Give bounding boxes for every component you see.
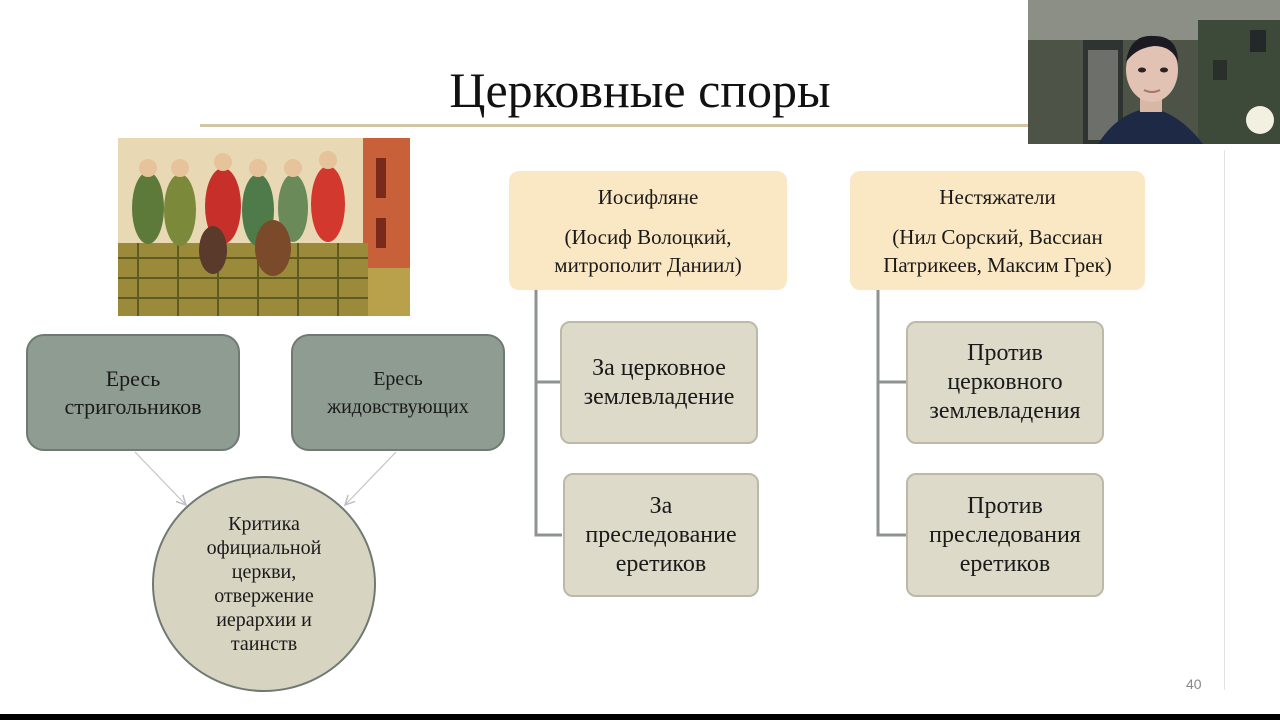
josephites-position-land: За церковное землевладение xyxy=(560,321,758,444)
critique-line-6: таинств xyxy=(230,633,298,655)
heresy-zhidovstvuyushchie-line-1: Ересь xyxy=(373,367,423,390)
slide-right-border xyxy=(1224,150,1225,690)
page-number: 40 xyxy=(1186,676,1202,692)
josephites-title: Иосифляне xyxy=(597,184,699,209)
arrow-zhidovstvuyushchie-to-critique xyxy=(345,451,397,505)
non-possessors-position-land: Против церковного землевладения xyxy=(906,321,1104,444)
heresy-zhidovstvuyushchie-line-2: жидовствующих xyxy=(327,395,469,418)
josephites-position-land-line-1: За церковное xyxy=(592,354,726,381)
critique-circle: Критика официальной церкви, отвержение и… xyxy=(152,476,376,692)
tree-line-josephites xyxy=(534,290,562,537)
critique-line-3: церкви, xyxy=(231,561,297,583)
non-possessors-position-land-line-3: землевладения xyxy=(929,398,1081,424)
josephites-position-heretics-line-3: еретиков xyxy=(615,550,707,577)
non-possessors-header: Нестяжатели (Нил Сорский, Вассиан Патрик… xyxy=(850,171,1145,290)
non-possessors-members-line-2: Патрикеев, Максим Грек) xyxy=(883,252,1112,277)
critique-line-5: иерархии и xyxy=(216,609,312,631)
josephites-position-heretics: За преследование еретиков xyxy=(563,473,759,597)
slide-title: Церковные споры xyxy=(449,62,831,118)
non-possessors-position-heretics-line-1: Против xyxy=(967,492,1043,519)
webcam-overlay xyxy=(1028,0,1280,144)
non-possessors-position-land-line-2: церковного xyxy=(947,369,1063,395)
non-possessors-position-heretics-line-2: преследования xyxy=(929,521,1081,548)
heresy-strigolniki-line-1: Ересь xyxy=(105,365,161,391)
heresy-strigolniki-line-2: стригольников xyxy=(64,393,202,419)
arrow-strigolniki-to-critique xyxy=(134,451,186,505)
josephites-members-line-1: (Иосиф Волоцкий, xyxy=(564,224,732,249)
josephites-position-heretics-line-1: За xyxy=(649,492,673,519)
tree-line-non-possessors xyxy=(876,290,908,537)
josephites-header: Иосифляне (Иосиф Волоцкий, митрополит Да… xyxy=(509,171,787,290)
non-possessors-position-heretics: Против преследования еретиков xyxy=(906,473,1104,597)
josephites-position-land-line-2: землевладение xyxy=(583,383,735,410)
critique-line-4: отвержение xyxy=(214,585,314,607)
miniature-painting-image xyxy=(118,138,410,316)
title-underline xyxy=(200,124,1280,127)
webcam-presenter-image xyxy=(1028,0,1280,144)
non-possessors-members-line-1: (Нил Сорский, Вассиан xyxy=(892,224,1103,249)
josephites-members-line-2: митрополит Даниил) xyxy=(554,252,742,277)
non-possessors-position-heretics-line-3: еретиков xyxy=(959,550,1051,577)
critique-line-1: Критика xyxy=(228,513,300,535)
non-possessors-title: Нестяжатели xyxy=(939,184,1056,209)
heresy-strigolniki-box: Ересь стригольников xyxy=(26,334,240,451)
heresy-zhidovstvuyushchie-box: Ересь жидовствующих xyxy=(291,334,505,451)
non-possessors-position-land-line-1: Против xyxy=(967,340,1043,366)
josephites-position-heretics-line-2: преследование xyxy=(585,521,737,548)
critique-line-2: официальной xyxy=(206,537,322,559)
